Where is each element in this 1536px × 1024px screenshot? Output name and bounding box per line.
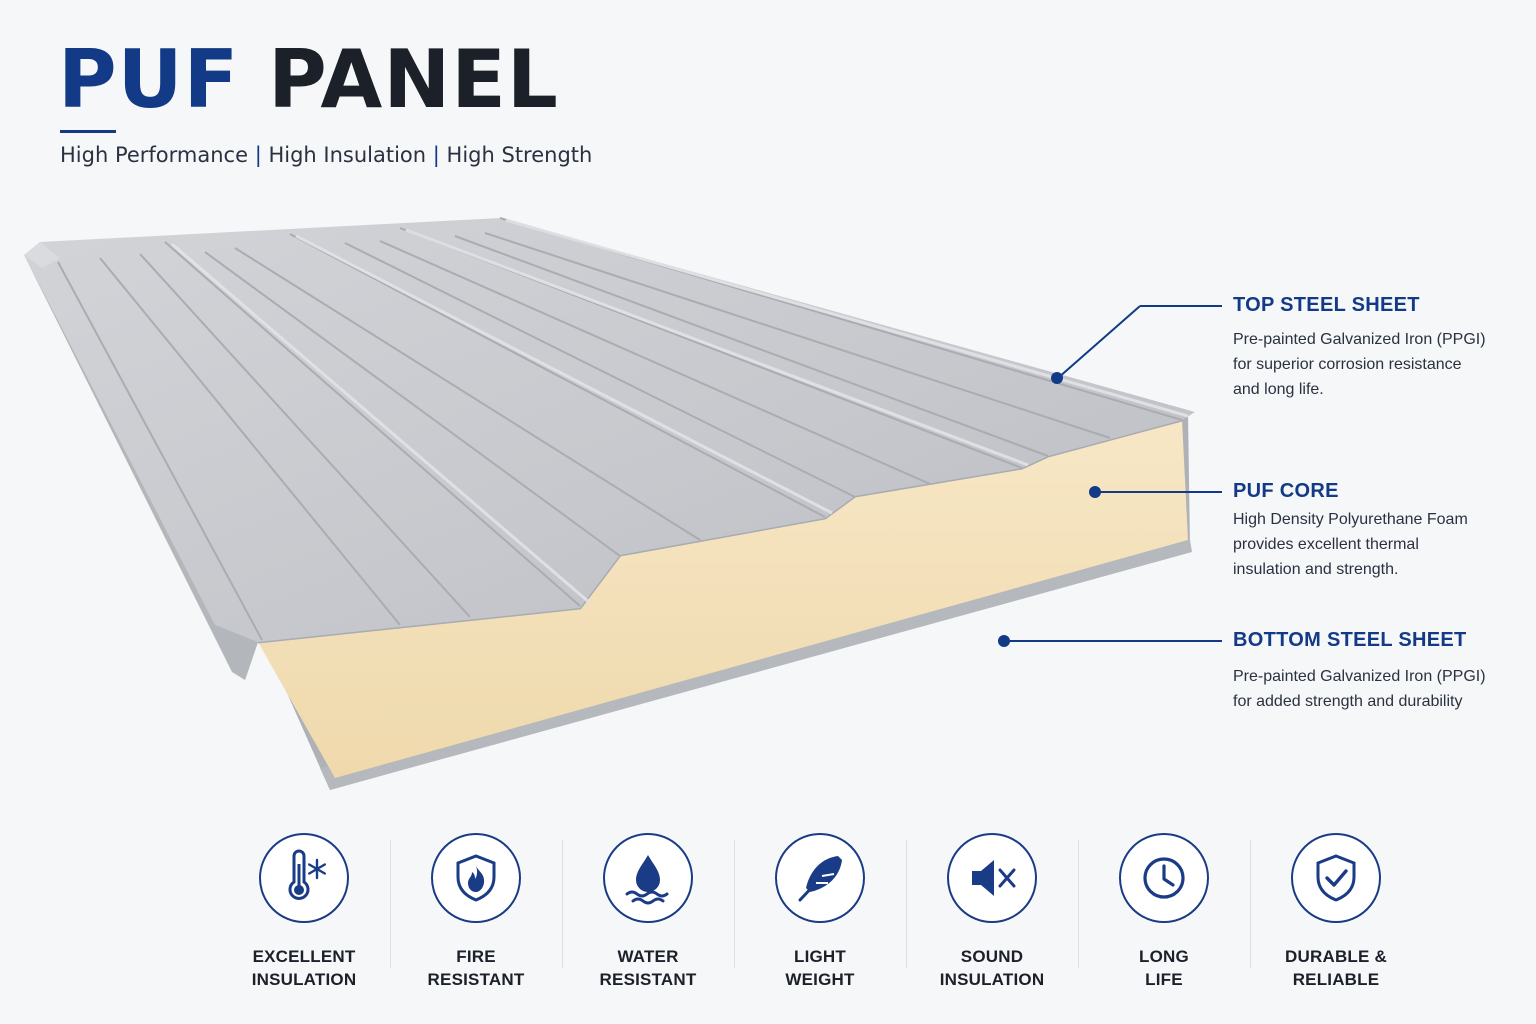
callout-puf-core: PUF CORE High Density Polyurethane Foam … <box>1233 480 1523 582</box>
title-puf: PUF <box>58 33 240 126</box>
feature-sound-insulation: SOUND INSULATION <box>906 830 1078 990</box>
title-panel: PANEL <box>268 33 559 126</box>
callout-leader-bottom <box>998 635 1222 647</box>
water-drop-icon <box>603 833 693 923</box>
callout-description: Pre-painted Galvanized Iron (PPGI) for a… <box>1233 664 1523 714</box>
feature-label: LIGHT WEIGHT <box>785 947 855 989</box>
feature-label: EXCELLENT INSULATION <box>251 947 357 989</box>
feature-label: LONG LIFE <box>1139 947 1189 989</box>
callout-title: BOTTOM STEEL SHEET <box>1233 629 1467 651</box>
feature-label: DURABLE & RELIABLE <box>1285 947 1387 989</box>
callout-title: PUF CORE <box>1233 480 1339 502</box>
callout-desc-line: insulation and strength. <box>1233 561 1399 578</box>
clock-icon <box>1119 833 1209 923</box>
feature-water-resistant: WATER RESISTANT <box>562 830 734 990</box>
callout-desc-line: and long life. <box>1233 381 1324 398</box>
shield-check-icon <box>1291 833 1381 923</box>
subtitle-item-insulation: High Insulation <box>268 143 427 167</box>
feature-excellent-insulation: EXCELLENT INSULATION <box>218 830 390 990</box>
feature-list: EXCELLENT INSULATION FIRE RESISTANT WATE… <box>218 830 1422 990</box>
callout-description: High Density Polyurethane Foam provides … <box>1233 507 1523 582</box>
callout-leader-core <box>1089 486 1222 498</box>
feature-durable-reliable: DURABLE & RELIABLE <box>1250 830 1422 990</box>
feature-fire-resistant: FIRE RESISTANT <box>390 830 562 990</box>
callout-desc-line: provides excellent thermal <box>1233 536 1419 553</box>
panel-top-steel-sheet <box>24 217 1195 680</box>
title-underline <box>60 130 116 133</box>
fire-shield-icon <box>431 833 521 923</box>
subtitle-item-strength: High Strength <box>446 143 593 167</box>
callout-desc-line: High Density Polyurethane Foam <box>1233 511 1468 528</box>
feature-label: WATER RESISTANT <box>599 947 697 989</box>
subtitle: High Performance | High Insulation | Hig… <box>60 143 592 167</box>
thermometer-snowflake-icon <box>259 833 349 923</box>
subtitle-separator: | <box>254 143 262 167</box>
callout-desc-line: for superior corrosion resistance <box>1233 356 1462 373</box>
callout-desc-line: for added strength and durability <box>1233 693 1463 710</box>
feature-label: SOUND INSULATION <box>939 947 1045 989</box>
callout-top-steel-sheet: TOP STEEL SHEET Pre-painted Galvanized I… <box>1233 294 1523 402</box>
callout-leader-top <box>1051 305 1222 384</box>
callout-desc-line: Pre-painted Galvanized Iron (PPGI) <box>1233 331 1486 348</box>
speaker-mute-icon <box>947 833 1037 923</box>
subtitle-item-performance: High Performance <box>60 143 249 167</box>
callout-description: Pre-painted Galvanized Iron (PPGI) for s… <box>1233 327 1523 402</box>
callout-desc-line: Pre-painted Galvanized Iron (PPGI) <box>1233 668 1486 685</box>
callout-title: TOP STEEL SHEET <box>1233 294 1420 316</box>
callout-bottom-steel-sheet: BOTTOM STEEL SHEET Pre-painted Galvanize… <box>1233 629 1523 714</box>
feature-light-weight: LIGHT WEIGHT <box>734 830 906 990</box>
subtitle-separator: | <box>432 143 440 167</box>
feather-icon <box>775 833 865 923</box>
feature-label: FIRE RESISTANT <box>427 947 525 989</box>
page-title: PUF PANEL <box>58 36 559 124</box>
feature-long-life: LONG LIFE <box>1078 830 1250 990</box>
